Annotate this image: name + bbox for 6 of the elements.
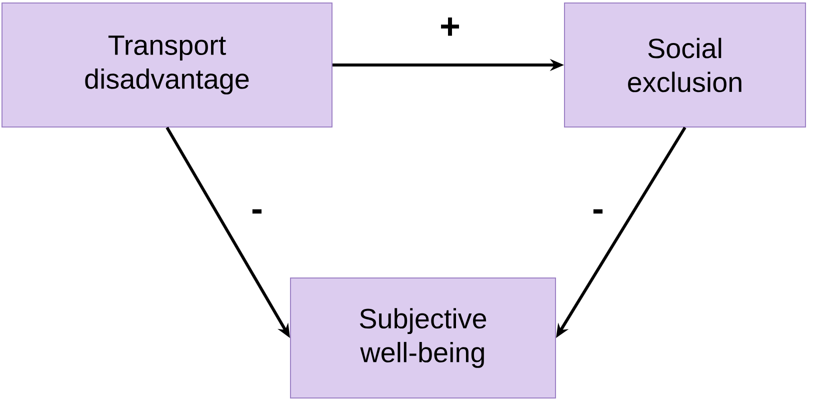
process-box: Transport disadvantage [2, 2, 332, 128]
process-box: Social exclusion [564, 2, 806, 128]
edge-label: - [252, 209, 262, 214]
edge-label: - [593, 209, 603, 214]
edge-label: + [441, 18, 460, 36]
process-box: Subjective well-being [290, 278, 556, 398]
